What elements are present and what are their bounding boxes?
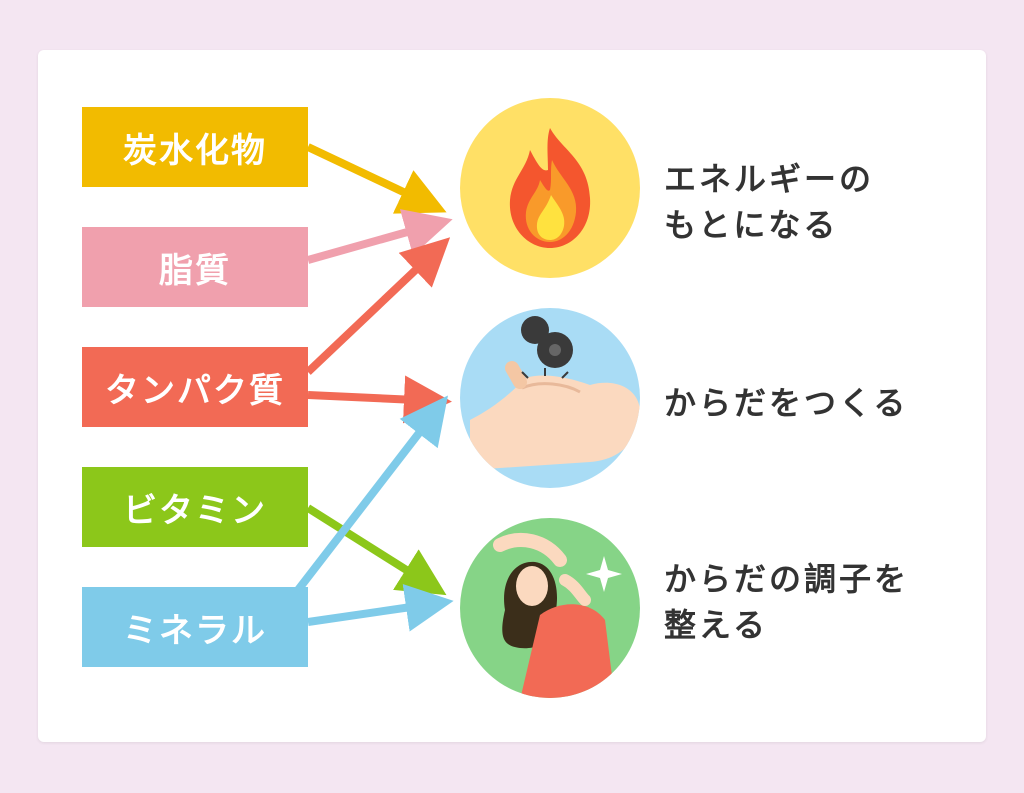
nutrient-protein: タンパク質	[82, 347, 308, 427]
arrow-vitamin-to-condition	[305, 504, 447, 596]
arrow-carbohydrate-to-energy	[306, 143, 447, 214]
arrow-protein-to-energy	[305, 237, 451, 375]
effect-energy-line2: もとになる	[664, 206, 839, 244]
effect-condition-text: からだの調子を 整える	[664, 556, 909, 648]
effect-energy-text: エネルギーの もとになる	[664, 156, 874, 248]
arrow-protein-to-body	[307, 375, 452, 424]
arrows	[294, 143, 454, 632]
effect-energy-line1: エネルギーの	[664, 160, 875, 198]
nutrient-carbohydrate: 炭水化物	[82, 107, 308, 187]
nutrient-vitamin: ビタミン	[82, 467, 308, 547]
nutrient-fat: 脂質	[82, 227, 308, 307]
arrow-mineral-to-body	[294, 395, 448, 593]
effect-body-text: からだをつくる	[664, 380, 908, 426]
arrow-fat-to-energy	[306, 209, 453, 264]
effect-body-line1: からだをつくる	[664, 384, 909, 422]
muscle-icon	[460, 308, 640, 488]
fire-icon	[460, 98, 640, 278]
effect-condition-line2: 整える	[664, 606, 769, 644]
effect-condition-line1: からだの調子を	[664, 560, 910, 598]
nutrient-mineral: ミネラル	[82, 587, 308, 667]
arrow-mineral-to-condition	[307, 583, 454, 632]
stretching-woman-icon	[460, 518, 640, 698]
